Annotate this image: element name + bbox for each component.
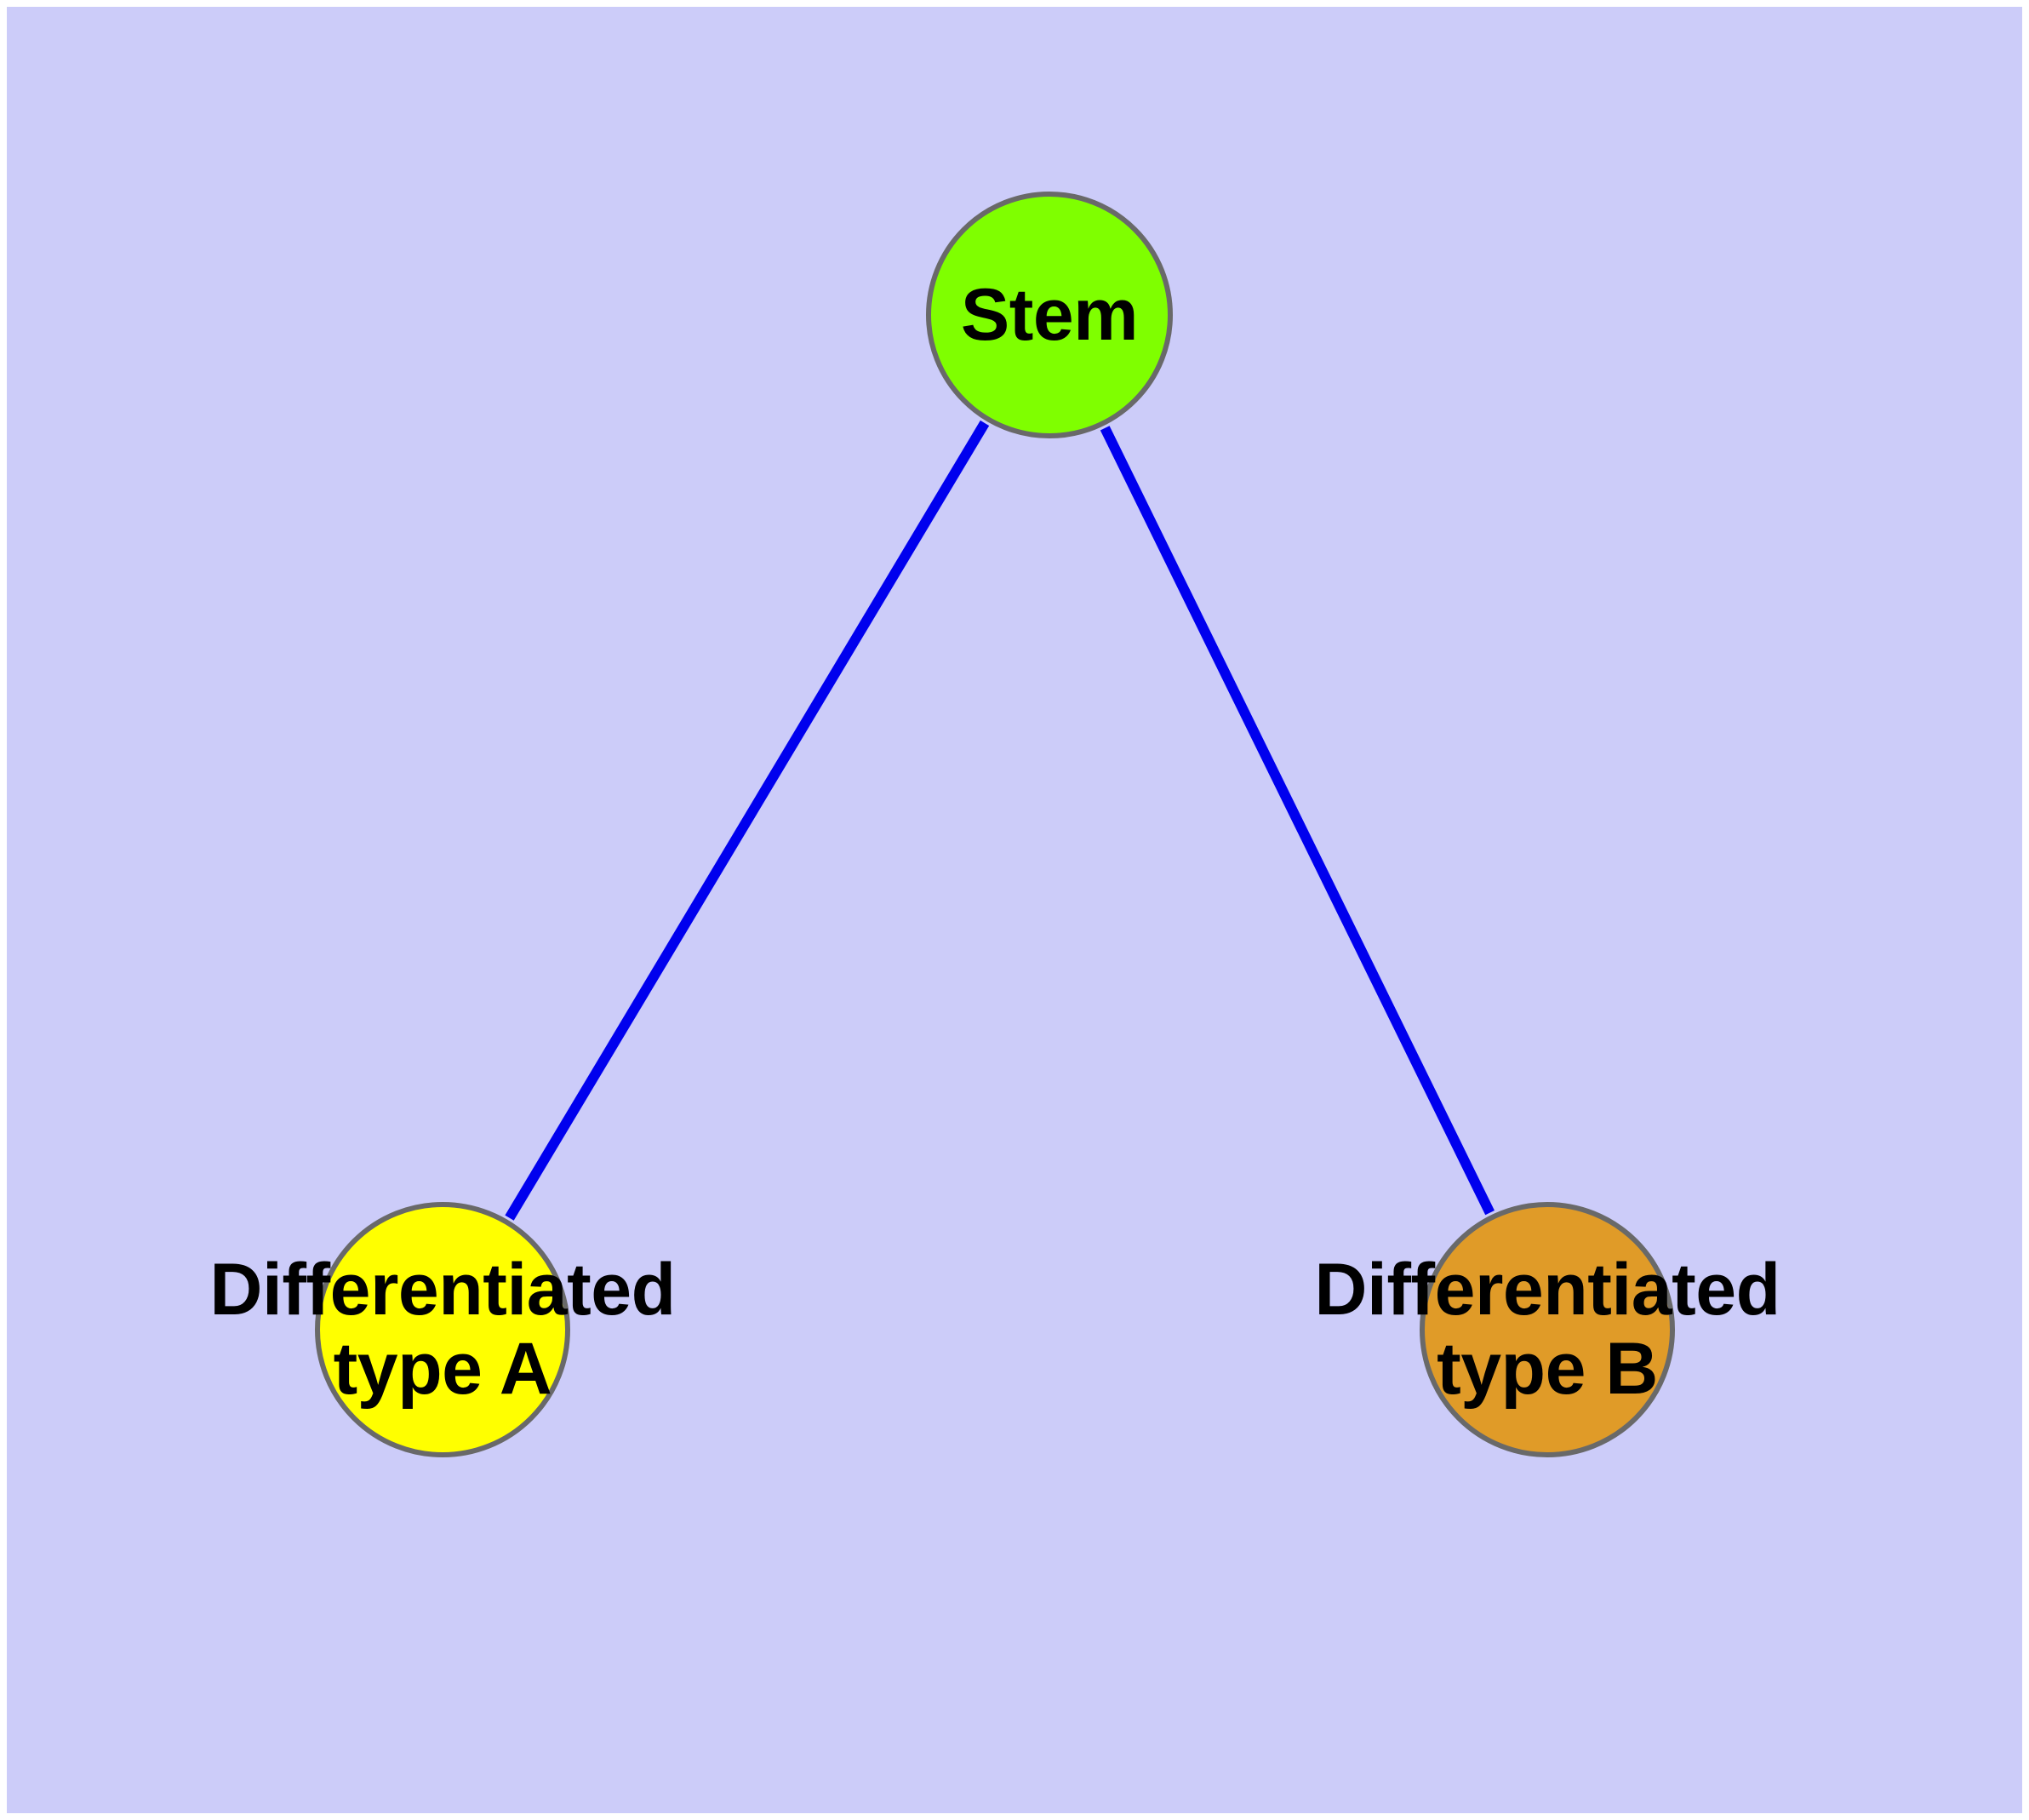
edge-layer xyxy=(505,420,1495,1221)
graph-node-diff_b[interactable] xyxy=(1420,1202,1675,1457)
graph-node-diff_a[interactable] xyxy=(315,1202,570,1457)
graph-edge xyxy=(1100,426,1495,1216)
graph-edge xyxy=(505,420,990,1221)
graph-node-stem[interactable] xyxy=(926,192,1173,438)
